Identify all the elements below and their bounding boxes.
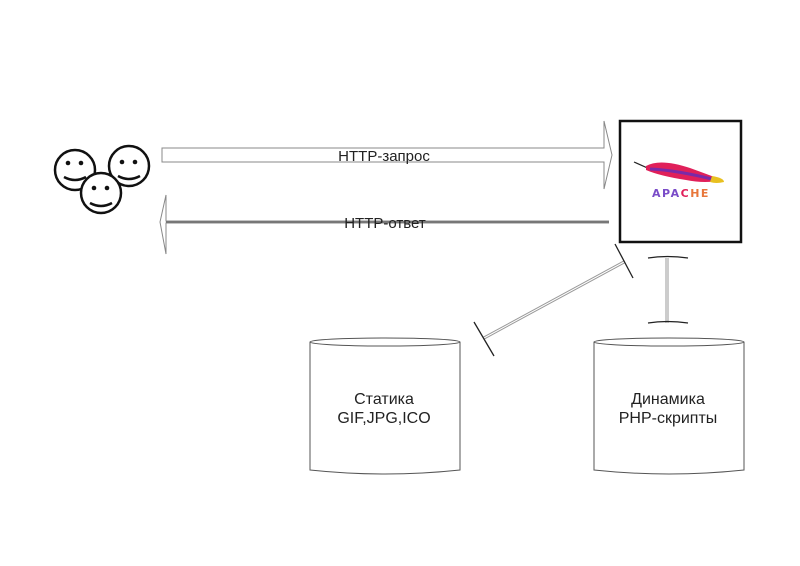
- http-request-label: HTTP-запрос: [338, 148, 430, 165]
- smiley-icon: [79, 171, 123, 215]
- static-storage-title: Статика: [354, 391, 414, 408]
- dynamic-storage-types: PHP-скрипты: [619, 410, 718, 427]
- apache-logo-text: APACHE: [652, 187, 710, 200]
- dynamic-storage-title: Динамика: [631, 391, 705, 408]
- dynamic-storage-cylinder: Динамика PHP-скрипты: [593, 337, 745, 475]
- connector-static: [473, 243, 634, 357]
- smiley-icon: [107, 144, 151, 188]
- users-group: [53, 144, 151, 215]
- http-request-arrow: HTTP-запрос: [161, 120, 613, 190]
- static-storage-types: GIF,JPG,ICO: [337, 410, 430, 427]
- connector-dynamic: [647, 255, 689, 324]
- apache-server-box: APACHE: [618, 119, 743, 244]
- http-response-arrow: HTTP-ответ: [159, 194, 609, 255]
- apache-feather-icon: [633, 161, 724, 183]
- static-storage-cylinder: Статика GIF,JPG,ICO: [309, 337, 461, 475]
- http-response-label: HTTP-ответ: [344, 215, 426, 232]
